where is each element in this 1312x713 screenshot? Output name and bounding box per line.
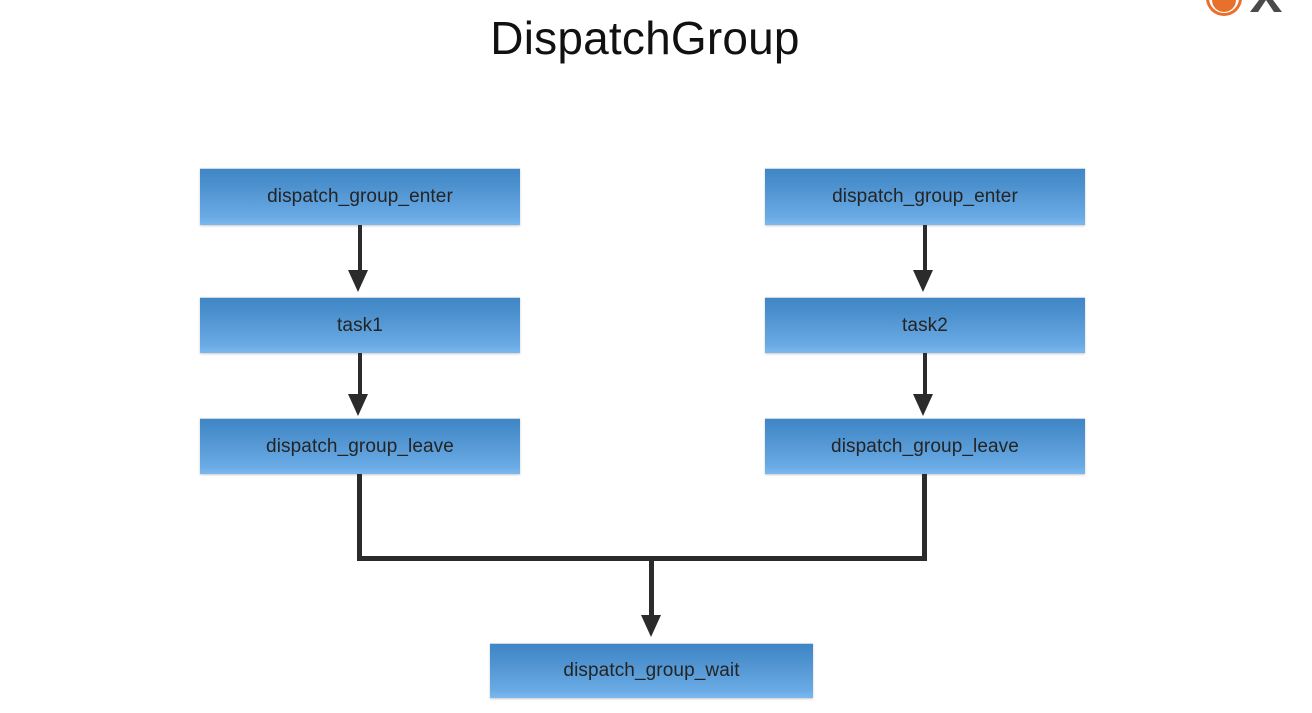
connector-right-leave-drop <box>922 474 927 561</box>
connector-join-to-wait <box>649 556 654 618</box>
node-right-enter[interactable]: dispatch_group_enter <box>765 168 1085 225</box>
connector-join-bar <box>357 556 927 561</box>
node-wait[interactable]: dispatch_group_wait <box>490 643 813 698</box>
connector-left-enter-to-task <box>358 225 362 273</box>
arrowhead-join-to-wait <box>641 615 661 637</box>
node-right-task[interactable]: task2 <box>765 297 1085 353</box>
node-left-task[interactable]: task1 <box>200 297 520 353</box>
node-left-enter[interactable]: dispatch_group_enter <box>200 168 520 225</box>
connector-right-task-to-leave <box>923 353 927 399</box>
node-left-leave[interactable]: dispatch_group_leave <box>200 418 520 474</box>
arrowhead-left-task-to-leave <box>348 394 368 416</box>
arrowhead-right-enter-to-task <box>913 270 933 292</box>
node-right-leave[interactable]: dispatch_group_leave <box>765 418 1085 474</box>
connector-left-task-to-leave <box>358 353 362 399</box>
connector-left-leave-drop <box>357 474 362 561</box>
arrowhead-left-enter-to-task <box>348 270 368 292</box>
arrowhead-right-task-to-leave <box>913 394 933 416</box>
connector-right-enter-to-task <box>923 225 927 273</box>
page-title: DispatchGroup <box>490 12 800 64</box>
